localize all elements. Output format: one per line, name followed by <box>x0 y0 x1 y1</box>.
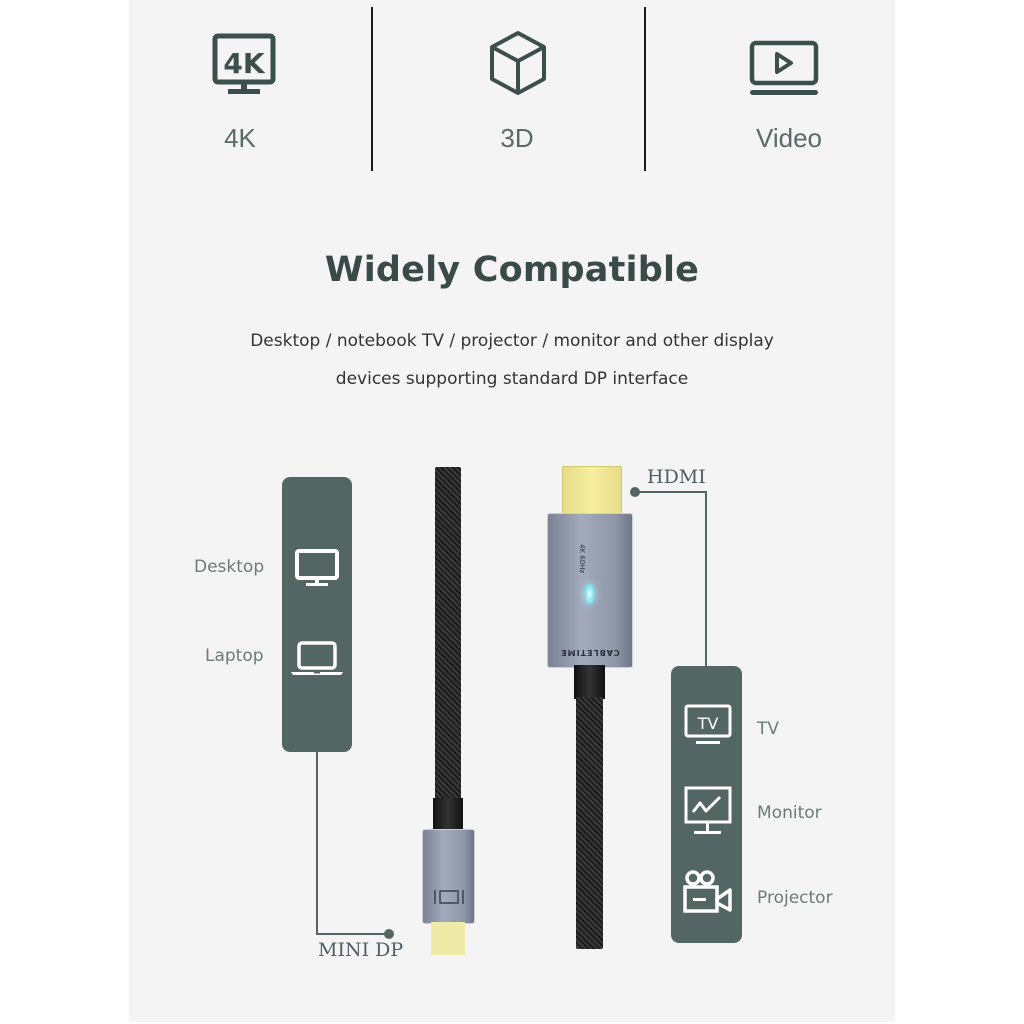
display-label-projector: Projector <box>757 888 833 908</box>
source-devices-panel <box>282 477 352 752</box>
hdmi-plug-housing: 4K 60Hz CABLETIME <box>547 513 633 668</box>
svg-text:4K: 4K <box>223 47 265 80</box>
projector-icon <box>683 870 732 913</box>
display-label-tv: TV <box>757 719 780 739</box>
content-panel <box>129 0 895 1022</box>
4k-monitor-icon: 4K <box>212 33 276 94</box>
hdmi-boot <box>574 665 605 699</box>
section-heading: Widely Compatible <box>324 250 700 290</box>
mini-dp-cable <box>435 467 461 802</box>
laptop-icon <box>291 641 343 675</box>
description-line-1: Desktop / notebook TV / projector / moni… <box>250 331 774 351</box>
feature-label-video: Video <box>755 123 823 153</box>
hdmi-cable <box>576 697 603 949</box>
svg-text:TV: TV <box>697 714 719 733</box>
feature-divider <box>644 7 646 171</box>
hdmi-pins <box>562 466 622 516</box>
mini-dp-boot <box>433 798 463 830</box>
feature-divider <box>371 7 373 171</box>
feature-label-4k: 4K <box>224 123 256 153</box>
mini-dp-label: MINI DP <box>318 939 404 961</box>
description-line-2: devices supporting standard DP interface <box>335 369 689 389</box>
cube-3d-icon <box>490 31 546 95</box>
desktop-icon <box>295 549 339 586</box>
mini-dp-plug-housing <box>422 829 475 924</box>
mini-dp-port-icon <box>434 890 464 904</box>
source-label-desktop: Desktop <box>194 557 265 577</box>
video-play-icon <box>749 40 819 95</box>
source-label-laptop: Laptop <box>205 646 264 666</box>
mini-dp-pins <box>431 922 465 955</box>
brand-mark: CABLETIME <box>560 648 620 657</box>
hdmi-badge: 4K 60Hz <box>578 544 586 574</box>
mini-dp-connector-line <box>316 933 388 935</box>
mini-dp-connector-dot <box>384 929 394 939</box>
tv-icon: TV <box>684 704 732 744</box>
hdmi-connector-line <box>705 491 707 667</box>
mini-dp-connector-line <box>316 752 318 934</box>
display-label-monitor: Monitor <box>757 803 822 823</box>
monitor-icon <box>684 786 732 834</box>
hdmi-connector-line <box>635 491 707 493</box>
feature-label-3d: 3D <box>500 123 534 153</box>
hdmi-label: HDMI <box>647 466 706 488</box>
led-indicator <box>585 584 594 604</box>
